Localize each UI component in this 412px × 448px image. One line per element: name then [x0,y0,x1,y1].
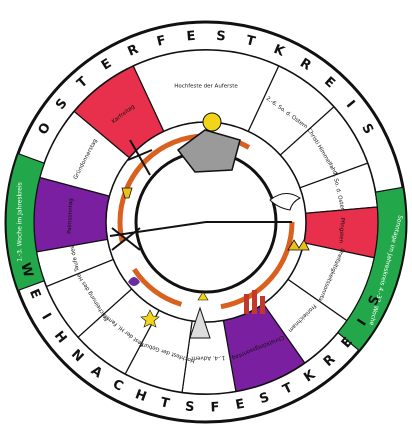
bottom-ring-letter: F [210,400,220,415]
top-ring-letter: S [216,29,227,45]
segment-label-hochfest: Hochfeste der Auferste [174,84,238,90]
bottom-ring-letter: S [184,399,195,415]
top-ring-letter: E [186,29,196,45]
green-band-left-label: 1.-3. Woche im Jahreskreis [17,182,24,262]
